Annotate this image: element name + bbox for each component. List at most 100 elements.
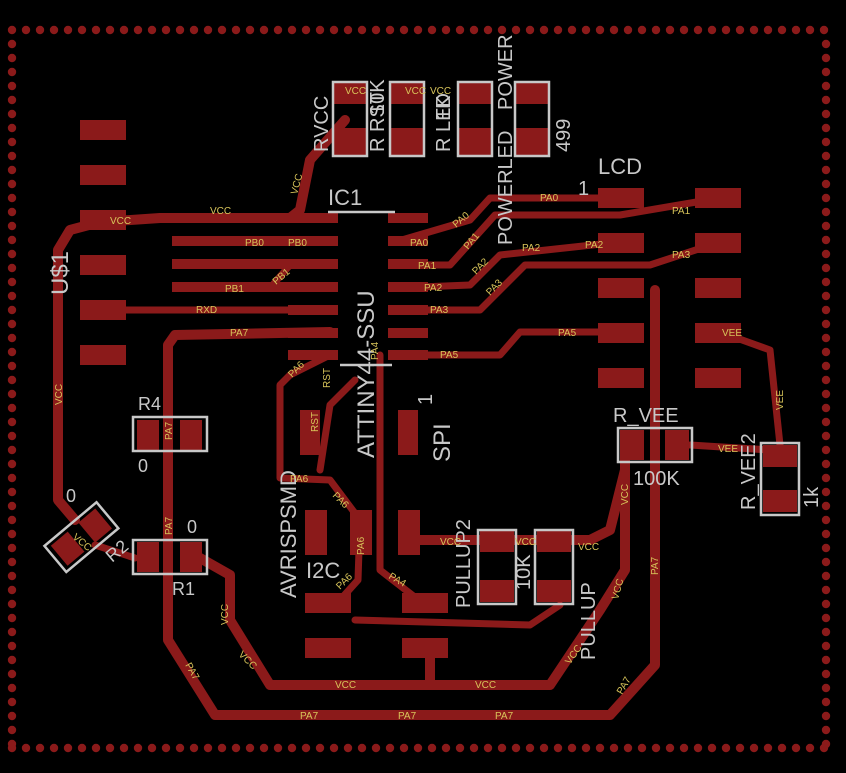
r-vee-value: 100K <box>633 468 680 490</box>
outline-dot <box>455 743 465 753</box>
net-label: PB0 <box>288 238 307 249</box>
net-label: VCC <box>345 86 366 97</box>
outline-dot <box>539 743 549 753</box>
trace-pa2 <box>391 238 624 292</box>
outline-dot <box>7 81 17 91</box>
rvcc-name: RVCC <box>311 96 333 152</box>
net-label: VCC <box>210 206 231 217</box>
outline-dot <box>413 743 423 753</box>
pad <box>763 490 797 512</box>
outline-dot <box>203 743 213 753</box>
outline-dot <box>763 25 773 35</box>
outline-dot <box>791 25 801 35</box>
outline-dot <box>7 67 17 77</box>
net-label: PA2 <box>522 243 541 254</box>
pad <box>180 542 202 572</box>
outline-dot <box>441 25 451 35</box>
outline-dot <box>7 417 17 427</box>
net-label: PA3 <box>484 277 505 298</box>
outline-dot <box>63 743 73 753</box>
outline-dot <box>7 515 17 525</box>
net-label: VCC <box>440 537 461 548</box>
outline-dot <box>821 669 831 679</box>
outline-dot <box>637 25 647 35</box>
outline-dot <box>525 743 535 753</box>
outline-dot <box>35 25 45 35</box>
outline-dot <box>821 165 831 175</box>
outline-dot <box>821 123 831 133</box>
pad <box>333 82 367 104</box>
outline-dot <box>441 743 451 753</box>
spi-pin1: 1 <box>415 394 437 405</box>
outline-dot <box>791 743 801 753</box>
outline-dot <box>371 25 381 35</box>
r2-outline <box>42 500 121 574</box>
pad <box>350 510 372 555</box>
pad <box>80 120 126 140</box>
outline-dot <box>385 743 395 753</box>
net-label: PB0 <box>245 238 264 249</box>
pad <box>458 82 492 104</box>
pad <box>172 236 338 246</box>
outline-dot <box>469 743 479 753</box>
r4-name: R4 <box>138 394 161 414</box>
outline-dot <box>821 95 831 105</box>
outline-dot <box>7 207 17 217</box>
outline-dot <box>7 123 17 133</box>
outline-dot <box>805 25 815 35</box>
r-vee2-name: R_VEE2 <box>738 433 760 510</box>
net-label: PA5 <box>558 328 577 339</box>
outline-dot <box>329 25 339 35</box>
outline-dot <box>427 743 437 753</box>
trace-pa6 <box>276 351 364 604</box>
outline-dot <box>539 25 549 35</box>
outline-dot <box>7 137 17 147</box>
outline-dot <box>749 25 759 35</box>
outline-dot <box>413 25 423 35</box>
outline-dot <box>7 571 17 581</box>
pad <box>598 323 644 343</box>
outline-dot <box>119 25 129 35</box>
outline-dot <box>821 67 831 77</box>
outline-dot <box>595 25 605 35</box>
outline-dot <box>821 39 831 49</box>
outline-dot <box>665 25 675 35</box>
outline-dot <box>7 669 17 679</box>
outline-dot <box>7 389 17 399</box>
outline-dot <box>665 743 675 753</box>
pullup2-name: PULLUP2 <box>453 519 475 608</box>
net-label: PA7 <box>230 328 249 339</box>
r-rst-name: R RST <box>367 92 389 152</box>
outline-dot <box>821 389 831 399</box>
trace-vee2 <box>686 441 774 454</box>
outline-dot <box>231 25 241 35</box>
outline-dot <box>821 431 831 441</box>
trace-vcc-bottom <box>195 435 630 690</box>
outline-dot <box>7 529 17 539</box>
outline-dot <box>7 543 17 553</box>
r4-outline <box>131 415 209 453</box>
pad <box>305 593 351 613</box>
net-label: VCC <box>289 173 305 196</box>
outline-dot <box>105 25 115 35</box>
outline-dot <box>49 743 59 753</box>
outline-dot <box>7 347 17 357</box>
trace-rst <box>316 376 359 474</box>
outline-dot <box>203 25 213 35</box>
pad <box>695 188 741 208</box>
outline-dot <box>581 25 591 35</box>
pad <box>695 368 741 388</box>
outline-dot <box>821 109 831 119</box>
outline-dot <box>821 543 831 553</box>
net-label: PA6 <box>356 536 367 555</box>
outline-dot <box>217 743 227 753</box>
outline-dot <box>7 459 17 469</box>
net-label: VCC <box>578 542 599 553</box>
net-label: VCC <box>220 604 231 625</box>
outline-dot <box>7 739 17 749</box>
pad <box>388 213 428 223</box>
pad <box>390 128 424 156</box>
outline-dot <box>7 627 17 637</box>
pad <box>598 368 644 388</box>
